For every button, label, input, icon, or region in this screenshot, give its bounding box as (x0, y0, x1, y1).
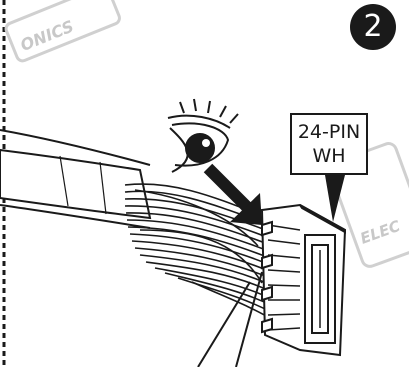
connector-housing (262, 205, 345, 355)
watermark-text-right: ELEC (358, 217, 403, 248)
pin-count-label: 24-PIN (298, 120, 360, 144)
label-pointer (325, 175, 345, 222)
arrow-icon (208, 168, 262, 225)
callout-line-left (198, 282, 250, 367)
eye-icon (168, 99, 238, 172)
watermark-logo-top: ONICS (4, 0, 121, 63)
watermark-text-top: ONICS (18, 17, 77, 55)
step-number-badge: 2 (350, 4, 396, 50)
connector-label-box: 24-PIN WH (290, 113, 368, 175)
color-code-label: WH (312, 144, 345, 168)
step-number: 2 (363, 12, 382, 42)
